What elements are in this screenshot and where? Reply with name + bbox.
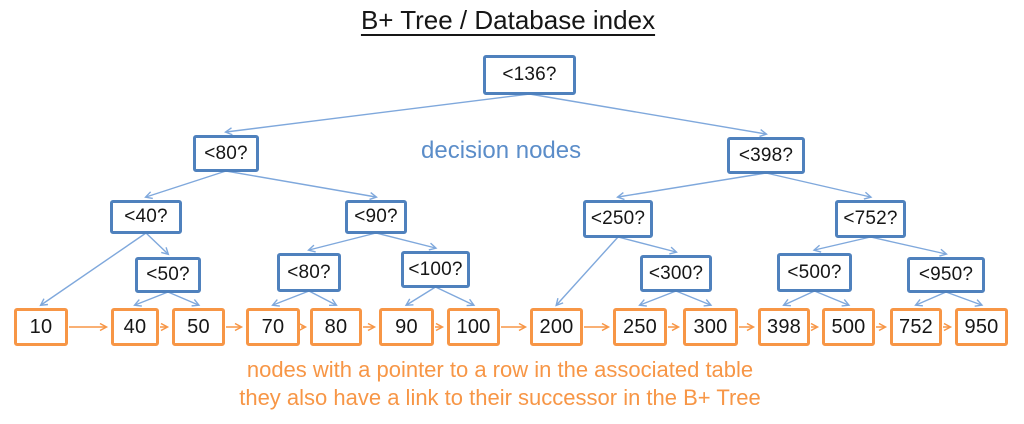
leaf-node-l250: 250: [613, 308, 667, 346]
leaf-node-l10: 10: [14, 308, 68, 346]
decision-node-d40: <40?: [110, 200, 182, 234]
leaf-nodes-annotation: nodes with a pointer to a row in the ass…: [0, 356, 1000, 412]
caption-line-1: nodes with a pointer to a row in the ass…: [246, 357, 754, 382]
decision-node-d250: <250?: [583, 200, 653, 238]
tree-edge-d50-l40: [133, 291, 169, 307]
decision-node-d136: <136?: [483, 55, 576, 95]
tree-edge-d136-d80: [224, 93, 530, 136]
leaf-node-l80: 80: [310, 308, 362, 346]
tree-edge-d950-l752: [914, 291, 947, 307]
leaf-node-l950: 950: [955, 308, 1008, 346]
tree-edge-d50-l50: [167, 291, 201, 307]
decision-node-d50: <50?: [135, 257, 201, 293]
page-title-text: B+ Tree / Database index: [360, 5, 656, 35]
decision-node-d398: <398?: [727, 137, 805, 174]
tree-edge-d80b-l80: [308, 290, 338, 307]
decision-nodes-annotation: decision nodes: [421, 137, 582, 164]
tree-edge-d752-d950: [870, 236, 948, 257]
caption-line-2: they also have a link to their successor…: [239, 385, 761, 410]
tree-edge-d100-l90: [404, 286, 436, 307]
decision-node-d80: <80?: [193, 135, 259, 172]
tree-edge-d40-l10: [39, 232, 147, 307]
tree-edge-d300-l250: [638, 290, 677, 307]
tree-edge-d136-d398: [529, 93, 768, 138]
decision-node-d300: <300?: [640, 255, 712, 292]
leaf-node-l200: 200: [530, 308, 583, 346]
tree-edge-d80-d90: [225, 170, 378, 201]
tree-edge-d752-d500: [812, 236, 871, 253]
decision-node-d752: <752?: [835, 200, 906, 238]
tree-edge-d40-d50: [145, 232, 170, 256]
leaf-node-l500: 500: [822, 308, 875, 346]
tree-edge-d100-l100: [435, 286, 476, 307]
decision-node-d80b: <80?: [277, 253, 341, 292]
decision-node-d90: <90?: [345, 200, 407, 234]
leaf-node-l70: 70: [246, 308, 300, 346]
leaf-node-l50: 50: [172, 308, 225, 346]
tree-edge-d398-d250: [616, 172, 767, 201]
leaf-node-l752: 752: [890, 308, 942, 346]
tree-edge-d950-l950: [945, 291, 984, 307]
leaf-node-l100: 100: [447, 308, 500, 346]
tree-edge-d250-d300: [617, 236, 678, 255]
tree-edge-d250-l200: [555, 236, 619, 307]
leaf-node-l40: 40: [111, 308, 159, 346]
tree-edge-d500-l500: [814, 290, 851, 307]
tree-edge-d80b-l70: [271, 290, 310, 307]
tree-edge-d398-d752: [765, 172, 873, 200]
page-title: B+ Tree / Database index: [0, 5, 1016, 36]
leaf-node-l300: 300: [683, 308, 738, 346]
leaf-node-l398: 398: [758, 308, 810, 346]
decision-node-d500: <500?: [777, 253, 852, 292]
tree-edge-d300-l300: [675, 290, 713, 307]
tree-edge-d90-d100: [375, 232, 438, 251]
leaf-node-l90: 90: [379, 308, 434, 346]
tree-edge-d80-d40: [144, 170, 227, 200]
decision-node-d100: <100?: [401, 251, 470, 288]
tree-edge-d500-l398: [782, 290, 815, 307]
tree-edge-d90-d80b: [307, 232, 377, 253]
decision-node-d950: <950?: [907, 257, 985, 293]
